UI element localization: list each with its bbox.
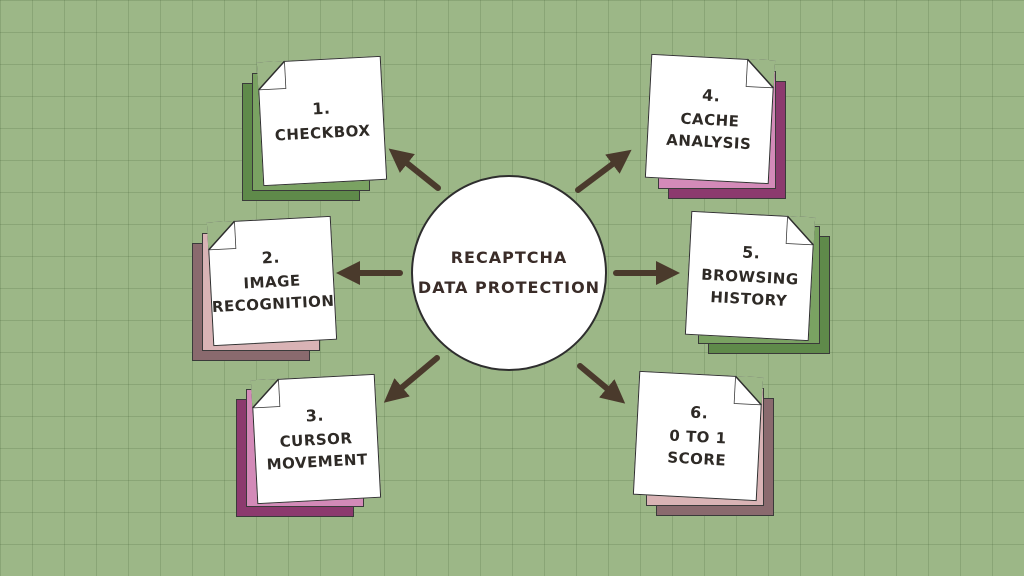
card-number: 1. — [311, 98, 331, 119]
arrow-to-score — [577, 363, 626, 404]
card-score: 6. 0 TO 1 SCORE — [630, 370, 820, 542]
corner-fold-icon — [250, 378, 281, 409]
card-paper: 2. IMAGE RECOGNITION — [206, 215, 338, 347]
card-number: 5. — [741, 242, 761, 263]
card-number: 4. — [701, 85, 721, 106]
card-label-line2: ANALYSIS — [665, 130, 752, 154]
card-label-line2: SCORE — [666, 448, 727, 470]
card-label-line1: CHECKBOX — [274, 121, 371, 145]
arrow-to-cache-analysis — [575, 149, 632, 193]
card-label-line2: HISTORY — [709, 287, 788, 310]
card-checkbox: 1. CHECKBOX — [240, 55, 430, 225]
card-label-line2: RECOGNITION — [211, 291, 335, 317]
card-paper: 4. CACHE ANALYSIS — [644, 53, 776, 185]
card-label-line1: IMAGE — [243, 271, 302, 293]
card-paper: 1. CHECKBOX — [256, 55, 388, 187]
corner-fold-icon — [256, 60, 287, 91]
card-label-line1: 0 TO 1 — [668, 426, 728, 448]
center-title-line2: DATA PROTECTION — [417, 278, 601, 297]
card-number: 3. — [305, 405, 325, 426]
card-paper: 3. CURSOR MOVEMENT — [250, 373, 382, 505]
card-label-line2: MOVEMENT — [266, 450, 369, 474]
card-label-line1: CACHE — [680, 109, 740, 131]
corner-fold-icon — [206, 220, 237, 251]
card-image-recognition: 2. IMAGE RECOGNITION — [190, 215, 380, 385]
card-cache-analysis: 4. CACHE ANALYSIS — [640, 53, 830, 225]
card-cursor-movement: 3. CURSOR MOVEMENT — [234, 373, 424, 545]
center-node: RECAPTCHA DATA PROTECTION — [411, 175, 607, 371]
corner-fold-icon — [733, 375, 764, 406]
card-paper: 5. BROWSING HISTORY — [684, 210, 816, 342]
center-title-line1: RECAPTCHA — [450, 248, 568, 267]
card-browsing-history: 5. BROWSING HISTORY — [680, 210, 870, 382]
card-number: 6. — [689, 402, 709, 423]
card-paper: 6. 0 TO 1 SCORE — [632, 370, 764, 502]
corner-fold-icon — [745, 58, 776, 89]
card-number: 2. — [261, 247, 281, 268]
corner-fold-icon — [785, 215, 816, 246]
